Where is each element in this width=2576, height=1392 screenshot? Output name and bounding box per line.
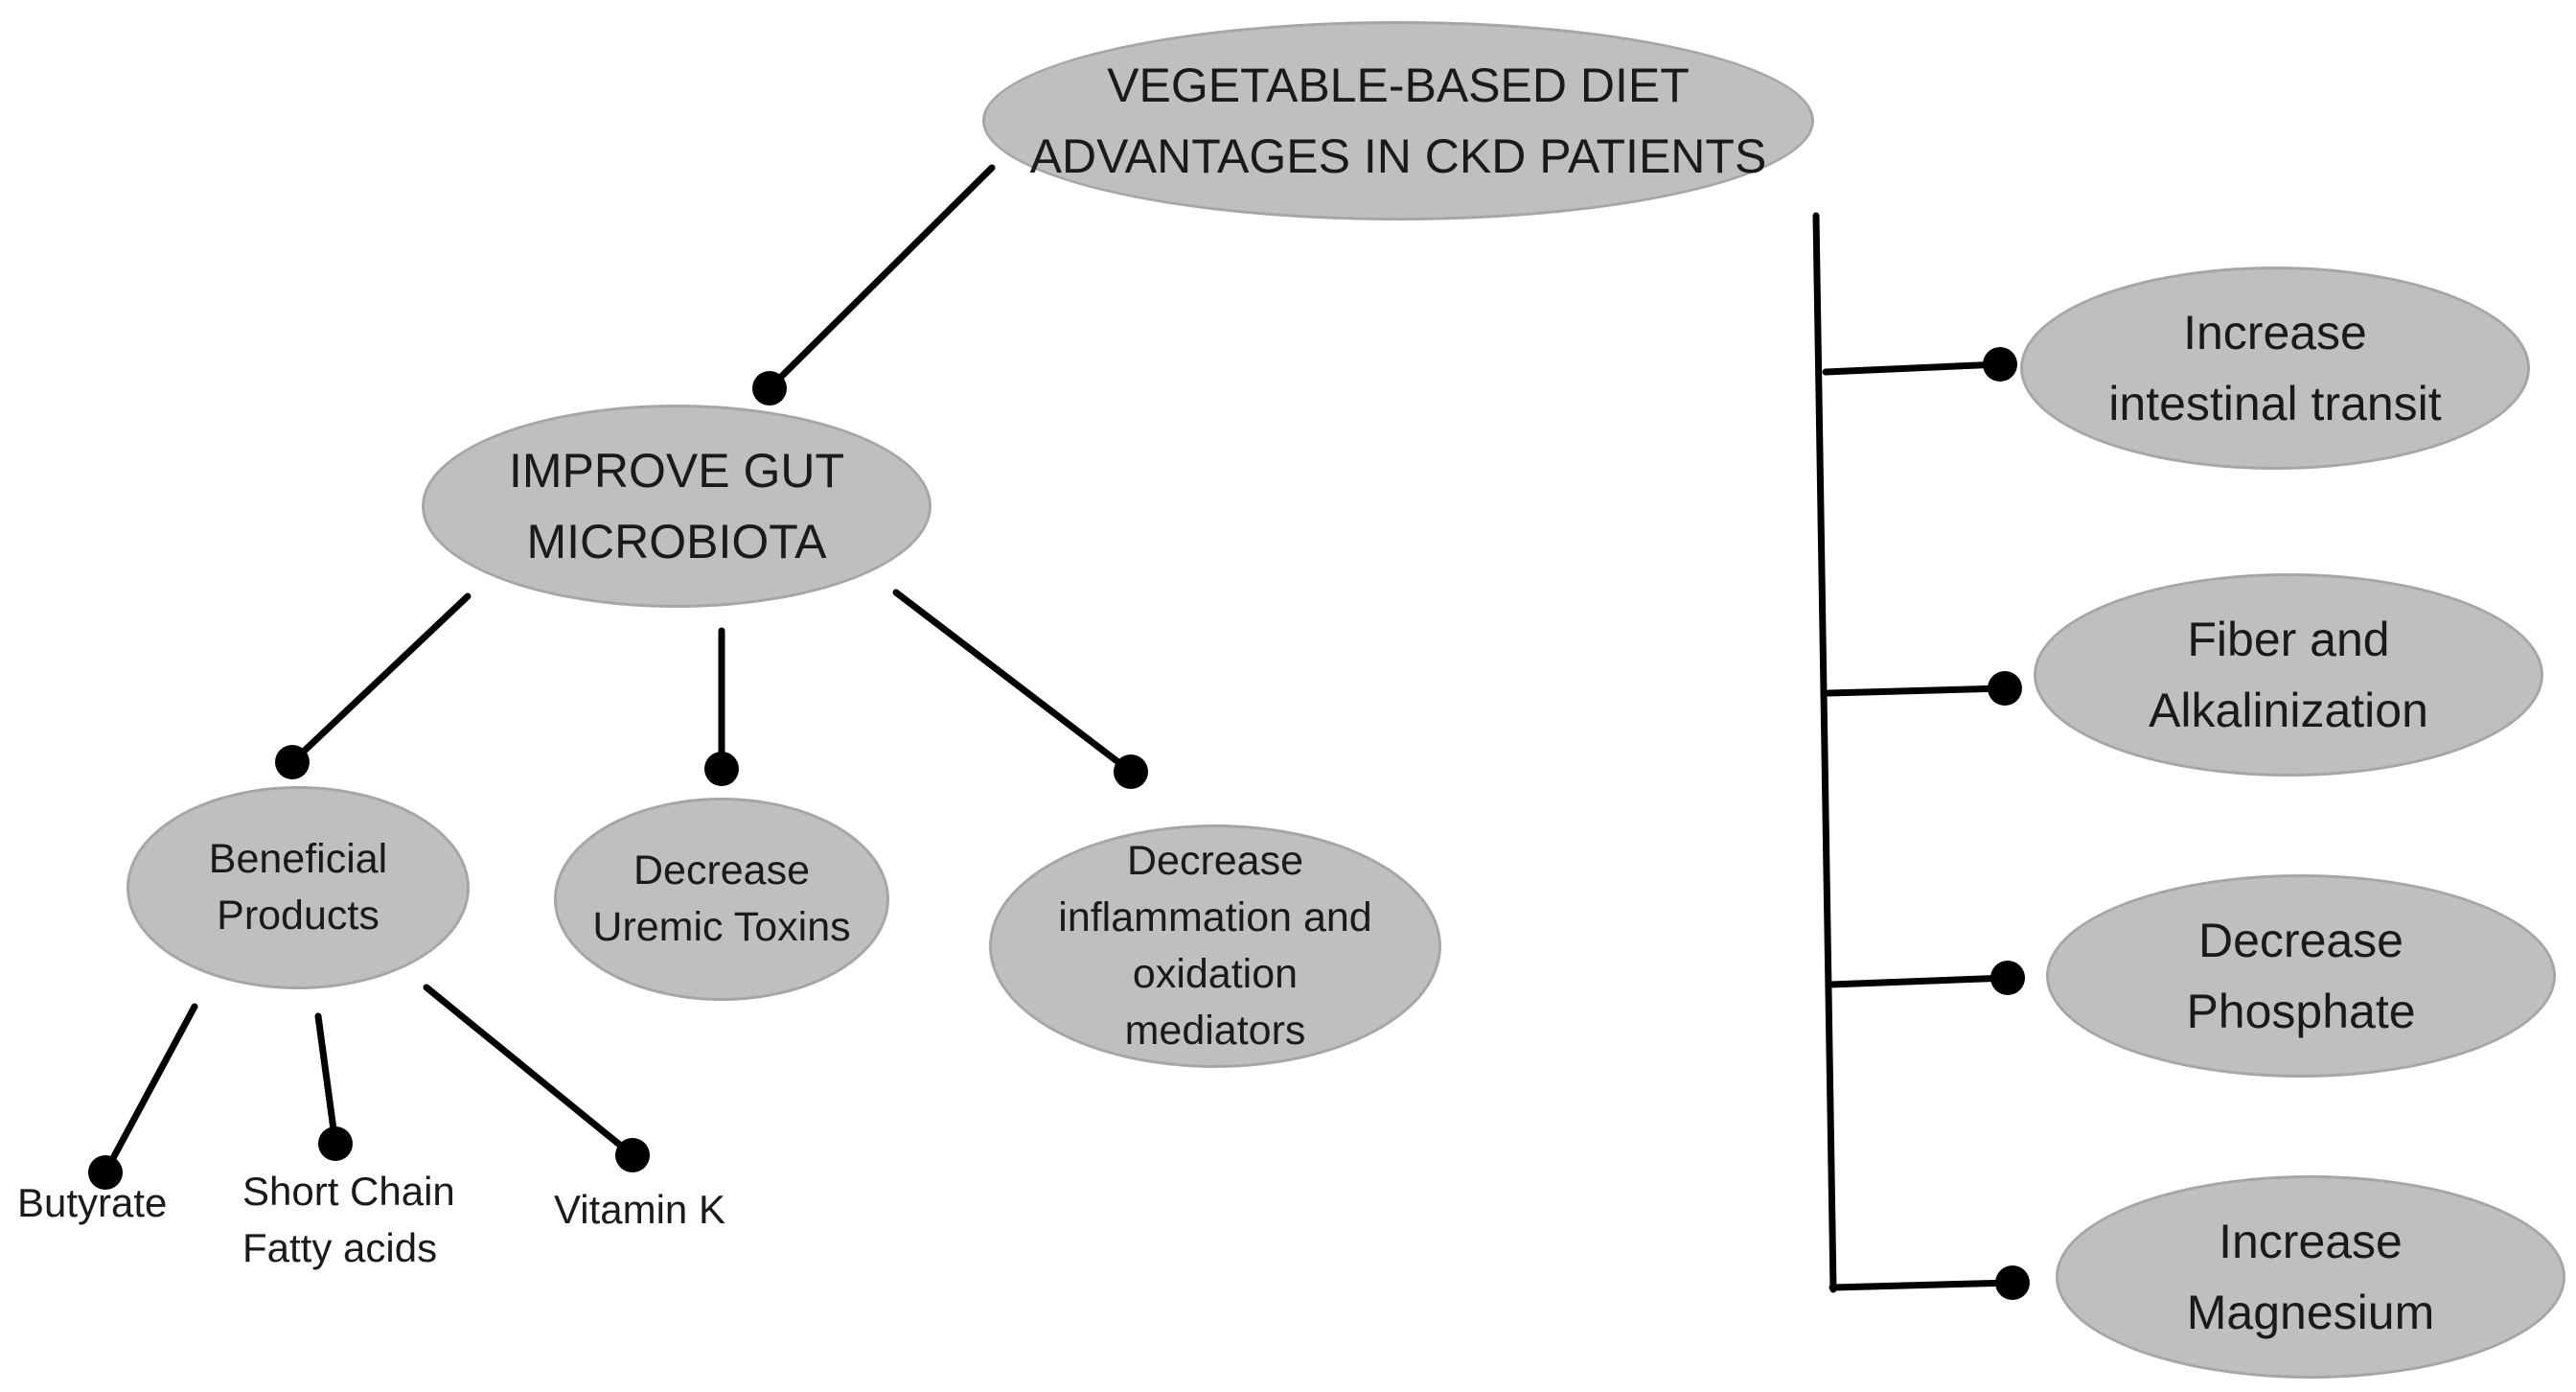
fiber-alkalinization-label: Fiber and Alkalinization xyxy=(2149,613,2428,737)
uremic-toxins-node: Decrease Uremic Toxins xyxy=(554,798,889,1001)
connector-dot-scfa xyxy=(318,1126,353,1161)
root-node-label: VEGETABLE-BASED DIET ADVANTAGES IN CKD P… xyxy=(1029,58,1767,183)
bracket-branch-magnesium xyxy=(1828,1279,2016,1291)
connector-dot-beneficial xyxy=(275,745,310,779)
connector-gut-beneficial xyxy=(288,592,472,766)
butyrate-label: Butyrate xyxy=(17,1180,168,1225)
connector-dot-fiber xyxy=(1988,671,2022,706)
connector-dot-transit xyxy=(1983,347,2017,382)
decrease-phosphate-label: Decrease Phosphate xyxy=(2186,914,2416,1038)
increase-magnesium-node: Increase Magnesium xyxy=(2056,1175,2565,1379)
inflammation-label: Decrease inflammation and oxidation medi… xyxy=(1058,838,1372,1054)
intestinal-transit-node: Increase intestinal transit xyxy=(2020,267,2530,470)
bracket-branch-phosphate xyxy=(1827,974,2012,988)
connector-beneficial-scfa xyxy=(314,1012,339,1148)
vitamin-k-label: Vitamin K xyxy=(554,1187,725,1232)
bracket-branch-fiber xyxy=(1825,684,2009,697)
intestinal-transit-label: Increase intestinal transit xyxy=(2108,306,2442,430)
uremic-toxins-label: Decrease Uremic Toxins xyxy=(592,847,851,950)
inflammation-node: Decrease inflammation and oxidation medi… xyxy=(989,824,1441,1068)
connector-dot-inflammation xyxy=(1114,754,1148,789)
fiber-alkalinization-node: Fiber and Alkalinization xyxy=(2034,573,2543,777)
connector-dot-uremic xyxy=(704,752,739,786)
gut-microbiota-node: IMPROVE GUT MICROBIOTA xyxy=(422,405,932,608)
decrease-phosphate-node: Decrease Phosphate xyxy=(2046,874,2556,1078)
gut-microbiota-label: IMPROVE GUT MICROBIOTA xyxy=(508,444,845,568)
connector-beneficial-vitk xyxy=(423,984,636,1159)
connector-dot-phosphate xyxy=(1990,961,2025,995)
connector-dot-gut xyxy=(752,371,787,406)
connector-dot-magnesium xyxy=(1995,1265,2030,1300)
connector-root-gut xyxy=(766,164,996,392)
bracket-branch-transit xyxy=(1822,360,2004,376)
beneficial-products-label: Beneficial Products xyxy=(208,836,388,939)
connector-dot-butyrate xyxy=(88,1155,123,1190)
beneficial-products-node: Beneficial Products xyxy=(126,786,470,989)
connector-gut-inflammation xyxy=(892,589,1135,776)
root-node: VEGETABLE-BASED DIET ADVANTAGES IN CKD P… xyxy=(982,21,1814,220)
connector-dot-vitk xyxy=(615,1138,650,1172)
connector-beneficial-butyrate xyxy=(102,1003,198,1176)
bracket-trunk xyxy=(1812,212,1837,1293)
short-chain-fatty-acids-label: Short Chain Fatty acids xyxy=(242,1169,455,1270)
increase-magnesium-label: Increase Magnesium xyxy=(2186,1215,2435,1339)
